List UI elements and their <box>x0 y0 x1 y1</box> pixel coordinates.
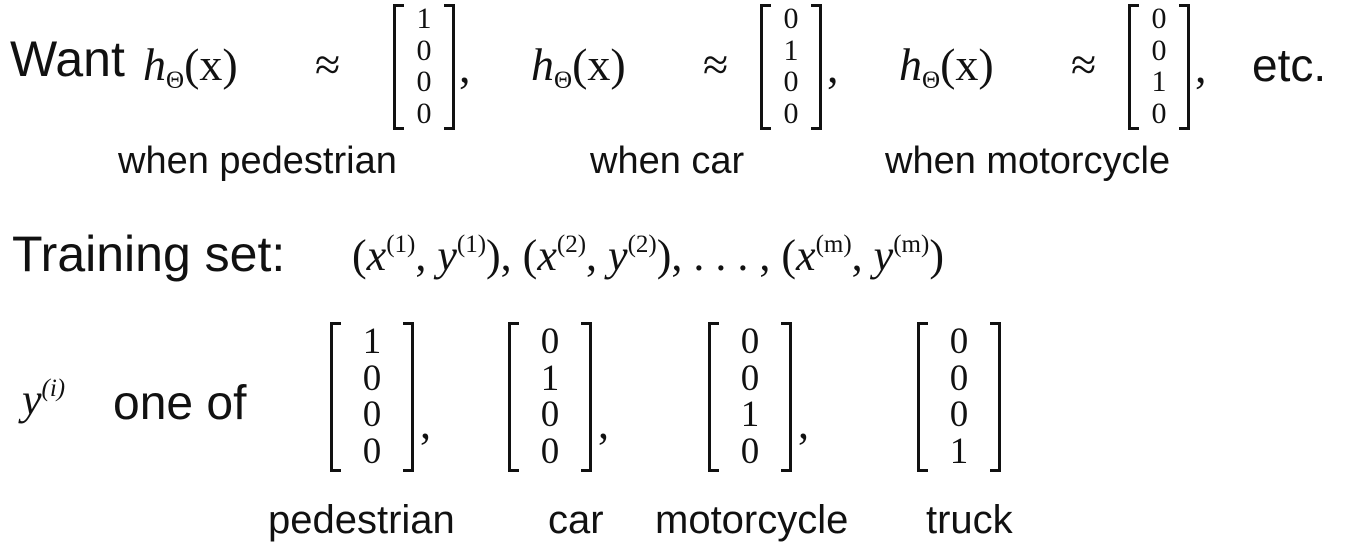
vector-cell: 0 <box>362 430 382 472</box>
caption-when-car: when car <box>590 140 745 182</box>
vector-cell: 0 <box>1151 33 1167 67</box>
vector-cell: 0 <box>416 33 432 67</box>
class-label-car: car <box>548 498 604 542</box>
comma: , <box>420 399 431 448</box>
approx-symbol: ≈ <box>1071 39 1097 90</box>
output-vector-motorcycle: 0 0 1 0 <box>1128 4 1190 130</box>
vector-cell: 1 <box>949 430 969 472</box>
vector-cell: 0 <box>362 357 382 399</box>
vector-cell: 0 <box>540 394 560 436</box>
training-set-label: Training set: <box>12 226 286 282</box>
label-vector-pedestrian: 1 0 0 0 <box>330 322 414 472</box>
vector-cell: 1 <box>783 33 799 67</box>
hypothesis-expression: hΘ(x) <box>531 39 626 94</box>
etc-label: etc. <box>1252 39 1327 91</box>
vector-cell: 0 <box>740 430 760 472</box>
vector-cell: 0 <box>783 96 799 130</box>
output-vector-pedestrian: 1 0 0 0 <box>393 4 455 130</box>
one-of-label: one of <box>113 377 247 430</box>
vector-cell: 0 <box>783 65 799 99</box>
vector-cell: 1 <box>540 357 560 399</box>
vector-cell: 0 <box>540 430 560 472</box>
comma: , <box>798 399 809 448</box>
vector-cell: 0 <box>949 357 969 399</box>
vector-cell: 0 <box>1151 96 1167 130</box>
approx-symbol: ≈ <box>703 39 729 90</box>
want-label: Want <box>10 31 125 87</box>
vector-cell: 0 <box>362 394 382 436</box>
class-label-truck: truck <box>926 498 1013 542</box>
vector-cell: 0 <box>949 394 969 436</box>
y-i-symbol: y(i) <box>22 375 66 424</box>
vector-cell: 1 <box>740 394 760 436</box>
vector-cell: 1 <box>1151 65 1167 99</box>
vector-cell: 0 <box>740 321 760 362</box>
comma: , <box>459 41 471 92</box>
vector-cell: 0 <box>416 65 432 99</box>
label-vector-truck: 0 0 0 1 <box>917 322 1001 472</box>
label-vector-motorcycle: 0 0 1 0 <box>708 322 792 472</box>
class-label-motorcycle: motorcycle <box>655 498 849 542</box>
comma: , <box>598 399 609 448</box>
hypothesis-expression: hΘ(x) <box>143 39 238 94</box>
vector-cell: 0 <box>540 321 560 362</box>
class-label-pedestrian: pedestrian <box>268 498 455 542</box>
training-set-sequence: (x(1), y(1)), (x(2), y(2)), . . . , (x(m… <box>352 231 944 280</box>
comma: , <box>827 41 839 92</box>
vector-cell: 1 <box>362 321 382 362</box>
vector-cell: 0 <box>783 2 799 35</box>
comma: , <box>1195 41 1207 92</box>
vector-cell: 0 <box>949 321 969 362</box>
vector-cell: 1 <box>416 2 432 35</box>
vector-cell: 0 <box>416 96 432 130</box>
hypothesis-expression: hΘ(x) <box>899 39 994 94</box>
approx-symbol: ≈ <box>315 39 341 90</box>
vector-cell: 0 <box>740 357 760 399</box>
caption-when-pedestrian: when pedestrian <box>118 140 397 182</box>
output-vector-car: 0 1 0 0 <box>760 4 822 130</box>
caption-when-motorcycle: when motorcycle <box>885 140 1171 182</box>
label-vector-car: 0 1 0 0 <box>508 322 592 472</box>
vector-cell: 0 <box>1151 2 1167 35</box>
